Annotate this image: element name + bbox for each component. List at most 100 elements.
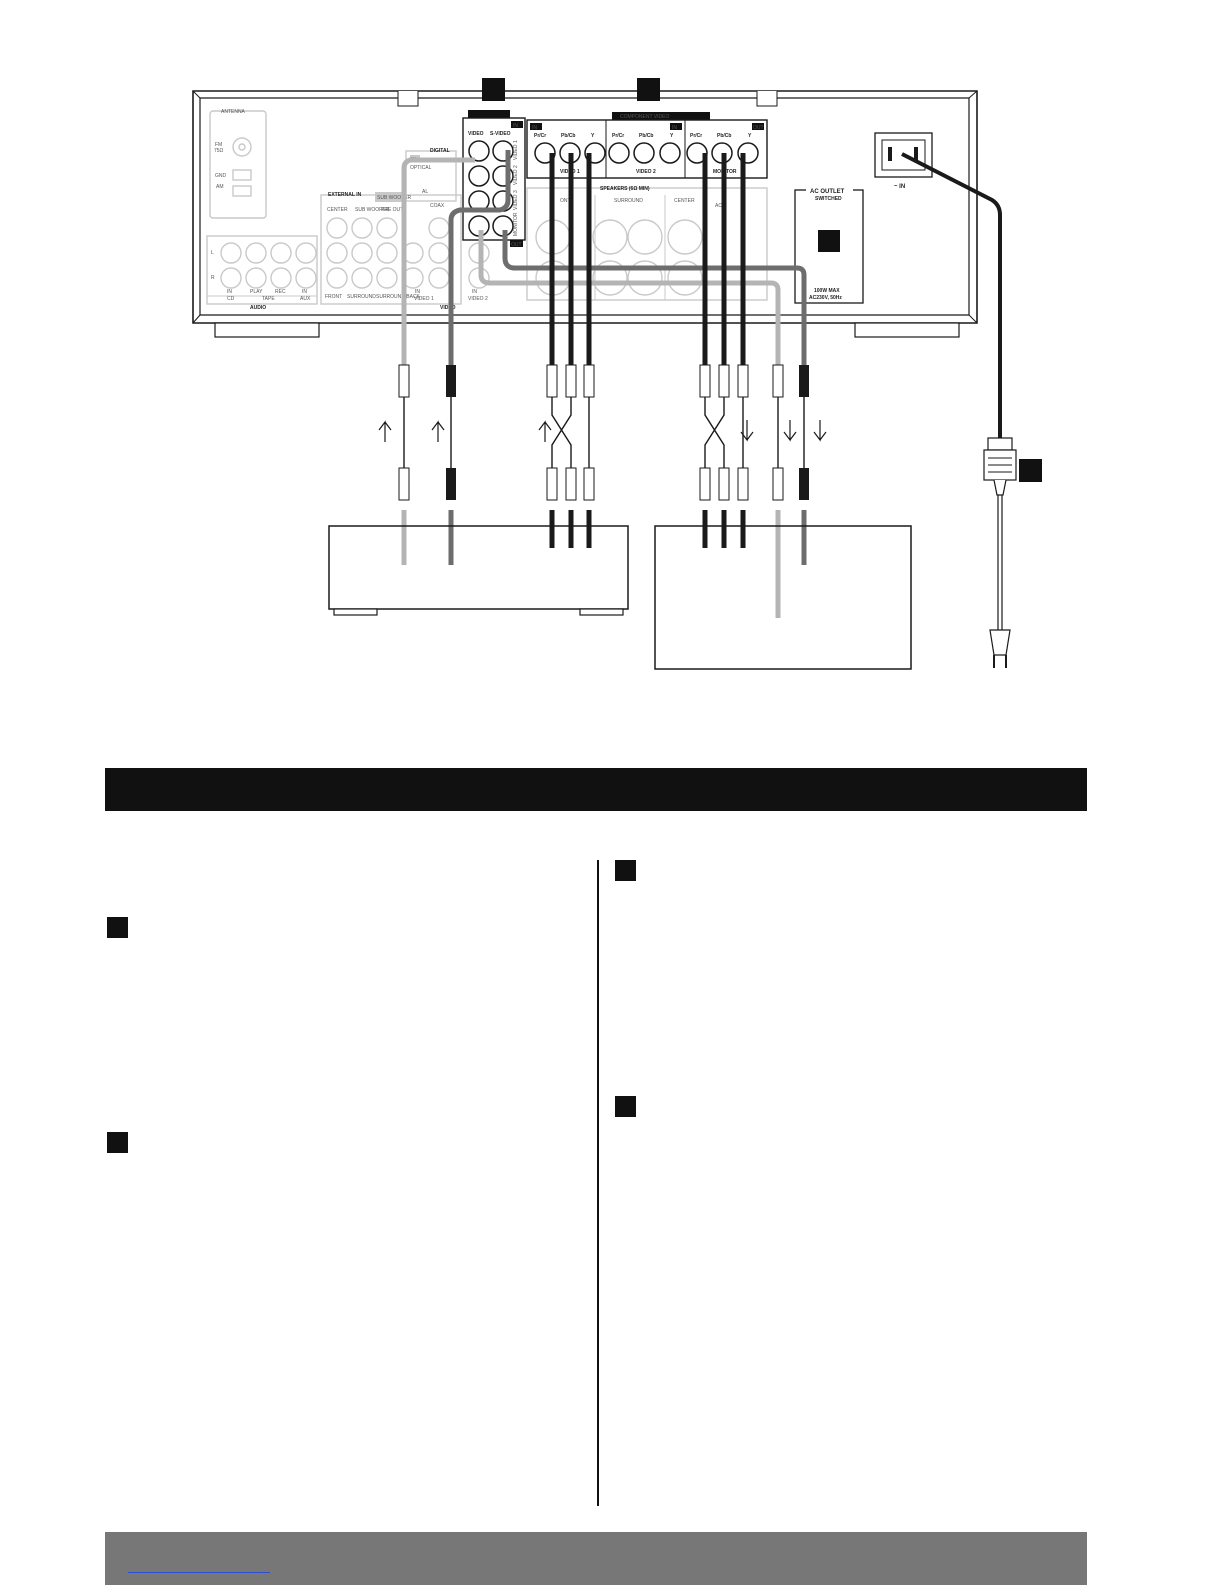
receiver-foot-left [214,322,320,338]
speakers-center-label: CENTER [674,198,695,204]
callout-square-component [637,78,660,101]
footer-bar [105,1532,1087,1585]
component-video-title: COMPONENT VIDEO [620,114,669,120]
speakers-title: SPEAKERS (6Ω MIN) [600,186,650,192]
audio-front-label: FRONT [325,294,342,300]
ac-outlet-socket [818,230,840,252]
cvm-y-label: Y [748,133,752,139]
antenna-fm-label: FM [215,142,222,148]
ac-outlet-section: AC OUTLET SWITCHED 100W MAX AC230V, 50Hz [794,186,864,304]
video-row1-label: VIDEO 1 [513,140,519,160]
cv-video2-label: VIDEO 2 [636,169,656,175]
cable-video-in [401,157,475,365]
cable-svideo-in [448,150,511,365]
cable-svideo-monitor [502,230,807,365]
device-cable-stubs [401,510,807,618]
cvm-pr-label: Pr/Cr [690,133,702,139]
video-jack-block: IN VIDEO S-VIDEO VIDEO 1 VIDEO 2 VIDEO 3… [462,110,526,248]
power-plug [983,437,1017,668]
footer-link-underline[interactable] [128,1572,270,1573]
audio-in-v2-label: IN [472,289,477,295]
external-in-section: EXTERNAL IN SUB WOOFER CENTER SUB WOOFER… [320,192,488,311]
component-out-tag: OUT [753,125,764,131]
audio-l-label: L [211,250,214,256]
video-column-label: VIDEO [468,131,484,137]
component-video-block: COMPONENT VIDEO IN IN OUT Pr/Cr Pb/Cb Y … [526,112,768,179]
section-marker-right-1 [615,860,636,881]
antenna-section: ANTENNA FM 75Ω GND AM [209,109,267,219]
antenna-am-label: AM [216,184,224,190]
section-marker-left-1 [107,917,128,938]
audio-aux-label: AUX [300,296,311,302]
callout-square-power [1019,459,1042,482]
s-video-column-label: S-VIDEO [490,131,511,137]
source-device [328,525,629,616]
video-row2-label: VIDEO 2 [513,165,519,185]
audio-cd-label: CD [227,296,235,302]
component-in1-tag: IN [532,125,537,131]
audio-jacks: L R IN CD PLAY REC TAPE IN AUX AUDIO [206,235,318,311]
cable-video-monitor [478,230,781,365]
digital-coaxial-label: COAX [430,203,445,209]
signal-arrows [378,420,827,442]
section-header-bar [105,768,1087,811]
section-marker-right-2 [615,1096,636,1117]
audio-group-label: AUDIO [250,305,266,311]
callout-square-video [482,78,505,101]
ac-outlet-title: AC OUTLET [810,189,845,195]
audio-video2-label: VIDEO 2 [468,296,488,302]
receiver-foot-right [854,322,960,338]
connection-diagram: ANTENNA FM 75Ω GND AM L R IN CD PLAY REC… [192,78,1042,670]
antenna-title: ANTENNA [221,109,246,115]
video-monitor-label: MONITOR [513,212,519,236]
audio-in-aux-label: IN [302,289,307,295]
speakers-surround-label: SURROUND [614,198,643,204]
video-row3-label: VIDEO 3 [513,190,519,210]
audio-play-label: PLAY [250,289,263,295]
cable-bodies [403,397,805,468]
ac-inlet-label: ~ IN [894,184,905,190]
digital-al-label: AL [422,189,428,195]
cv1-y-label: Y [591,133,595,139]
plugs-top [398,364,809,398]
power-cord [901,152,1002,438]
cv2-y-label: Y [670,133,674,139]
cvm-pb-label: Pb/Cb [717,133,731,139]
external-pre-out-label: PRE OUT [381,207,403,213]
cv1-pr-label: Pr/Cr [534,133,546,139]
video-out-tag: OUT [511,242,522,248]
speakers-front-label: ONT [560,198,571,204]
external-sub-woofer-label: SUB WOOFER [355,207,390,213]
ac-inlet: ~ IN [874,132,933,190]
section-marker-left-2 [107,1132,128,1153]
speakers-ac-label: AC [715,203,722,209]
audio-r-label: R [211,275,215,281]
audio-in-cd-label: IN [227,289,232,295]
audio-video-group-label: VIDEO [440,305,456,311]
column-divider [597,860,599,1506]
receiver-back-panel [192,90,978,338]
cv2-pr-label: Pr/Cr [612,133,624,139]
ac-outlet-max: 100W MAX [814,288,840,294]
external-sub-tag: SUB WOOFER [377,195,412,201]
audio-tape-label: TAPE [262,296,275,302]
external-center-label: CENTER [327,207,348,213]
audio-in-v1-label: IN [415,289,420,295]
audio-video1-label: VIDEO 1 [414,296,434,302]
external-in-title: EXTERNAL IN [328,192,362,198]
component-in2-tag: IN [672,125,677,131]
audio-rec-label: REC [275,289,286,295]
cv1-pb-label: Pb/Cb [561,133,575,139]
audio-surround-label: SURROUND [347,294,376,300]
ac-outlet-switched: SWITCHED [815,196,842,202]
monitor-device [654,525,912,670]
antenna-fm-ohm-label: 75Ω [214,148,224,154]
digital-title: DIGITAL [430,148,450,154]
plugs-bottom [398,467,809,501]
video-in-tag: IN [513,123,518,129]
audio-surround-back-label: SURROUND BACK [376,294,421,300]
digital-optical-label: OPTICAL [410,165,432,171]
antenna-gnd-label: GND [215,173,227,179]
ac-outlet-rating: AC230V, 50Hz [809,295,842,301]
cv2-pb-label: Pb/Cb [639,133,653,139]
